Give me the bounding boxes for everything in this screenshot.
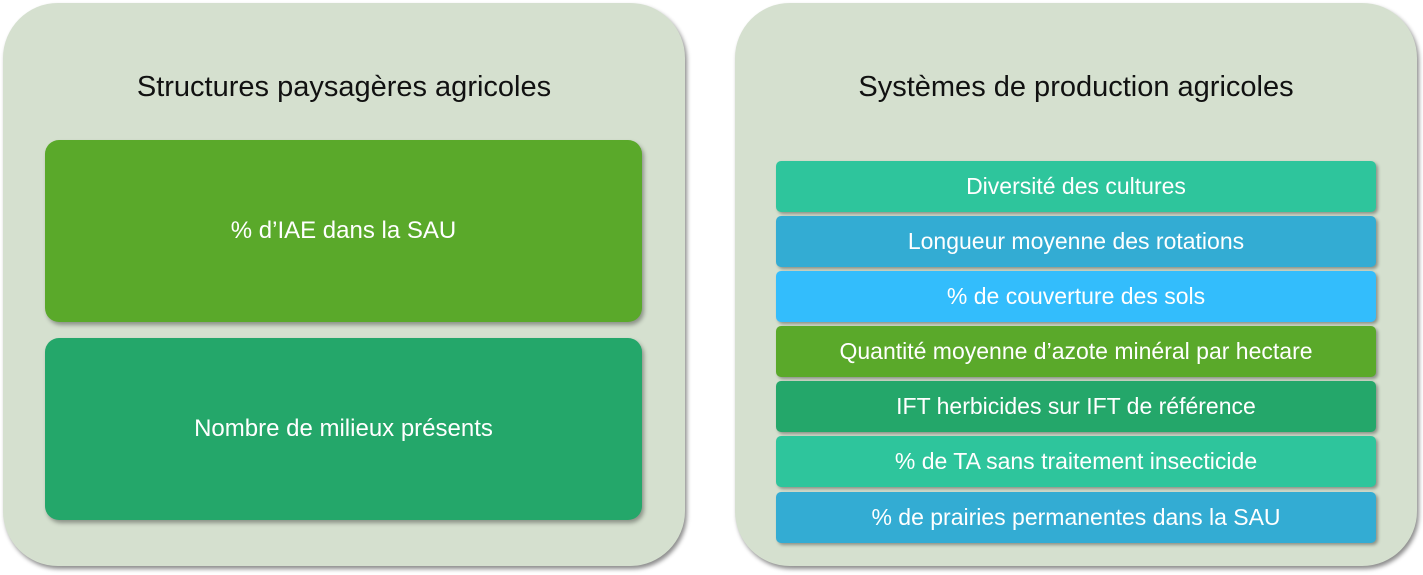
- indicator-row: Quantité moyenne d’azote minéral par hec…: [776, 326, 1376, 377]
- indicator-box: % d’IAE dans la SAU: [45, 140, 642, 322]
- panel-title: Systèmes de production agricoles: [858, 71, 1294, 103]
- production-systems-panel: Systèmes de production agricoles Diversi…: [735, 3, 1417, 566]
- indicator-row: Longueur moyenne des rotations: [776, 216, 1376, 267]
- indicator-row: % de couverture des sols: [776, 271, 1376, 322]
- indicator-row: % de prairies permanentes dans la SAU: [776, 492, 1376, 543]
- indicator-box: Nombre de milieux présents: [45, 338, 642, 520]
- indicator-row: IFT herbicides sur IFT de référence: [776, 381, 1376, 432]
- panel-title: Structures paysagères agricoles: [136, 71, 552, 103]
- indicator-row: % de TA sans traitement insecticide: [776, 436, 1376, 487]
- landscape-structures-panel: Structures paysagères agricoles % d’IAE …: [3, 3, 685, 566]
- indicator-row: Diversité des cultures: [776, 161, 1376, 212]
